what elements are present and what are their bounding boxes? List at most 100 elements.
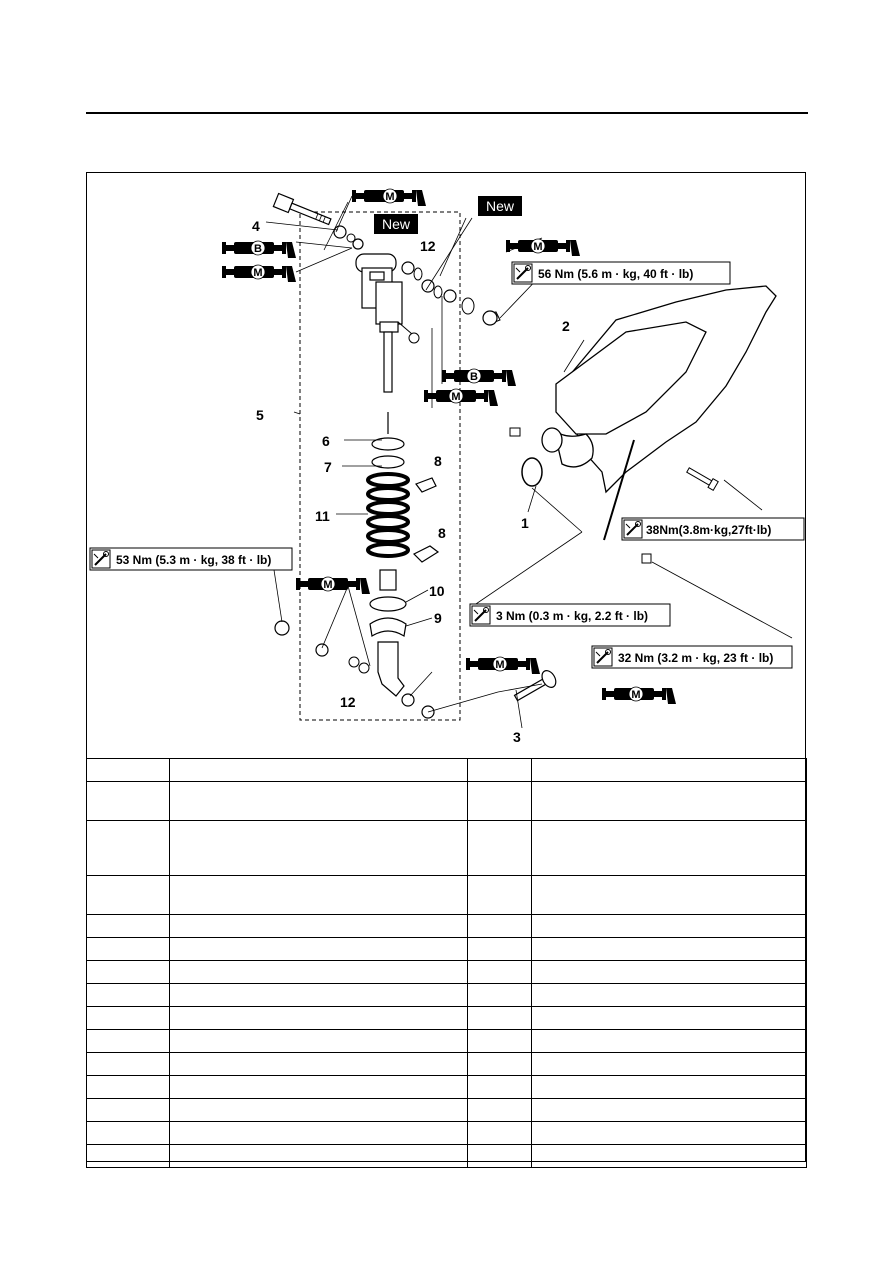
bolt-3 bbox=[513, 670, 557, 702]
header-rule bbox=[86, 112, 808, 114]
callout-3: 3 bbox=[513, 729, 521, 745]
callout-11: 11 bbox=[315, 508, 330, 524]
table-cell bbox=[467, 1121, 532, 1145]
bushing-top bbox=[352, 238, 364, 250]
lube-letter-4: M bbox=[533, 241, 542, 253]
table-cell bbox=[531, 1029, 807, 1053]
table-cell bbox=[531, 758, 807, 782]
table-cell bbox=[467, 1052, 532, 1076]
new-badge-left: New bbox=[382, 216, 411, 232]
table-row bbox=[86, 820, 807, 876]
table-cell bbox=[169, 937, 468, 961]
table-cell bbox=[467, 1029, 532, 1053]
rear-shock-exploded-diagram: M B M M B M M M M New New 56 Nm (5.6 m ·… bbox=[89, 188, 805, 745]
torque-56: 56 Nm (5.6 m · kg, 40 ft · lb) bbox=[538, 267, 693, 281]
torque-box-56: 56 Nm (5.6 m · kg, 40 ft · lb) bbox=[511, 261, 731, 285]
table-cell bbox=[531, 1121, 807, 1145]
ring-nut-6 bbox=[371, 437, 405, 451]
table-row bbox=[86, 914, 807, 938]
callout-2: 2 bbox=[562, 318, 570, 334]
table-cell bbox=[467, 1075, 532, 1099]
table-cell bbox=[467, 758, 532, 782]
lube-letter-7: M bbox=[323, 579, 332, 591]
table-cell bbox=[86, 820, 170, 876]
table-cell bbox=[86, 1075, 170, 1099]
table-cell bbox=[467, 937, 532, 961]
callout-8b: 8 bbox=[438, 525, 446, 541]
lube-letter-3: M bbox=[253, 267, 262, 279]
new-badge-right: New bbox=[486, 198, 515, 214]
table-cell bbox=[86, 1006, 170, 1030]
callout-7: 7 bbox=[324, 459, 332, 475]
clamp-1 bbox=[521, 457, 543, 487]
shock-assembly-dashed-outline bbox=[299, 211, 461, 721]
table-cell bbox=[169, 820, 468, 876]
table-cell bbox=[531, 983, 807, 1007]
table-cell bbox=[169, 1144, 468, 1168]
spring-seat-10 bbox=[369, 596, 407, 612]
table-cell bbox=[467, 1006, 532, 1030]
bolt-32nm bbox=[641, 553, 652, 564]
table-cell bbox=[169, 983, 468, 1007]
locknut-7 bbox=[371, 455, 405, 469]
table-row bbox=[86, 983, 807, 1007]
table-cell bbox=[86, 960, 170, 984]
lube-letter-1: M bbox=[385, 191, 394, 203]
table-cell bbox=[86, 875, 170, 915]
table-cell bbox=[531, 1144, 807, 1168]
callout-4: 4 bbox=[252, 218, 260, 234]
table-cell bbox=[86, 937, 170, 961]
nut-56nm bbox=[482, 310, 498, 326]
table-cell bbox=[169, 1029, 468, 1053]
table-cell bbox=[531, 937, 807, 961]
table-row bbox=[86, 1052, 807, 1076]
table-cell bbox=[531, 875, 807, 915]
table-cell bbox=[86, 1029, 170, 1053]
table-cell bbox=[169, 914, 468, 938]
table-cell bbox=[531, 1098, 807, 1122]
table-cell bbox=[86, 1121, 170, 1145]
table-cell bbox=[169, 1121, 468, 1145]
table-cell bbox=[169, 781, 468, 821]
torque-box-32: 32 Nm (3.2 m · kg, 23 ft · lb) bbox=[591, 645, 793, 669]
table-cell bbox=[467, 820, 532, 876]
table-cell bbox=[169, 1006, 468, 1030]
torque-3: 3 Nm (0.3 m · kg, 2.2 ft · lb) bbox=[496, 609, 648, 623]
shock-absorber bbox=[355, 253, 403, 434]
table-row bbox=[86, 1029, 807, 1053]
table-row bbox=[86, 937, 807, 961]
lube-letter-6: M bbox=[451, 391, 460, 403]
table-cell bbox=[467, 781, 532, 821]
callout-5: 5 bbox=[256, 407, 264, 423]
callout-1: 1 bbox=[521, 515, 529, 531]
table-row bbox=[86, 1075, 807, 1099]
parts-table bbox=[86, 758, 807, 1168]
callout-9: 9 bbox=[434, 610, 442, 626]
table-cell bbox=[169, 1075, 468, 1099]
table-cell bbox=[531, 1006, 807, 1030]
lube-letter-2: B bbox=[254, 243, 262, 255]
spring-guide-8a bbox=[415, 477, 437, 493]
bolt-upper bbox=[509, 427, 521, 437]
table-cell bbox=[467, 914, 532, 938]
torque-box-38: 38Nm(3.8m·kg,27ft·lb) bbox=[621, 517, 805, 541]
table-cell bbox=[86, 781, 170, 821]
table-cell bbox=[169, 1052, 468, 1076]
callout-10: 10 bbox=[429, 583, 445, 599]
table-cell bbox=[86, 1144, 170, 1168]
table-row bbox=[86, 960, 807, 984]
torque-box-3: 3 Nm (0.3 m · kg, 2.2 ft · lb) bbox=[469, 603, 671, 627]
spring-seat-9 bbox=[369, 617, 407, 637]
table-cell bbox=[531, 1075, 807, 1099]
table-cell bbox=[169, 758, 468, 782]
table-row bbox=[86, 1098, 807, 1122]
torque-38: 38Nm(3.8m·kg,27ft·lb) bbox=[646, 523, 771, 537]
lube-letter-8: M bbox=[495, 659, 504, 671]
table-row bbox=[86, 1121, 807, 1145]
bolt-38nm bbox=[686, 467, 719, 492]
torque-box-53: 53 Nm (5.3 m · kg, 38 ft · lb) bbox=[89, 547, 293, 571]
table-cell bbox=[86, 1098, 170, 1122]
callout-6: 6 bbox=[322, 433, 330, 449]
table-cell bbox=[467, 875, 532, 915]
table-cell bbox=[531, 914, 807, 938]
